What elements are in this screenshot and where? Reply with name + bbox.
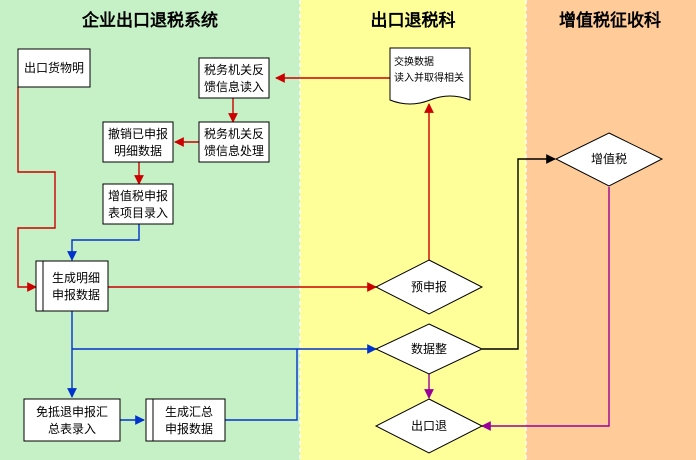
node-exchange-data-line2: 读入并取得相关 xyxy=(394,71,464,84)
node-export-goods-label: 出口货物明 xyxy=(24,60,84,75)
node-vat-entry: 增值税申报 表项目录入 xyxy=(102,183,174,225)
arrow-gensummary-to-dataadjust xyxy=(225,349,298,421)
arrow-vatentry-to-gendetail xyxy=(67,224,140,261)
node-feedback-read-line2: 馈信息读入 xyxy=(204,79,264,94)
node-gen-detail-line2: 申报数据 xyxy=(52,287,100,302)
node-feedback-process-line2: 馈信息处理 xyxy=(204,143,264,158)
node-export-refund: 出口退 xyxy=(374,398,484,454)
lane-title-enterprise: 企业出口退税系统 xyxy=(81,10,218,31)
node-export-goods: 出口货物明 xyxy=(17,48,91,88)
node-revoke-detail-line1: 撤销已申报 xyxy=(108,126,168,141)
node-vat-label: 增值税 xyxy=(591,151,627,166)
lane-vat-bg xyxy=(526,0,696,460)
node-feedback-process-line1: 税务机关反 xyxy=(204,126,264,141)
node-exchange-data: 交换数据 读入并取得相关 xyxy=(389,47,471,105)
node-gen-detail-line1: 生成明细 xyxy=(52,271,100,285)
node-vat: 增值税 xyxy=(554,132,664,187)
arrow-goods-to-gendetail xyxy=(17,87,56,292)
arrow-vat-to-refund xyxy=(481,187,610,431)
lane-title-vat: 增值税征收科 xyxy=(559,10,661,31)
node-pre-declare-label: 预申报 xyxy=(411,279,447,294)
lane-title-export: 出口退税科 xyxy=(371,10,456,31)
node-feedback-read-line1: 税务机关反 xyxy=(204,62,264,77)
node-pre-declare: 预申报 xyxy=(374,259,484,315)
node-exchange-data-line1: 交换数据 xyxy=(394,55,434,68)
node-gen-detail: 生成明细 申报数据 xyxy=(35,260,109,312)
node-vat-entry-line1: 增值税申报 xyxy=(108,188,168,203)
node-gen-summary: 生成汇总 申报数据 xyxy=(145,398,226,442)
node-vat-entry-line2: 表项目录入 xyxy=(108,206,168,220)
node-feedback-read: 税务机关反 馈信息读入 xyxy=(198,57,270,99)
node-export-refund-label: 出口退 xyxy=(411,419,447,433)
node-revoke-detail-line2: 明细数据 xyxy=(114,143,162,158)
arrow-dataadjust-to-vat xyxy=(482,154,556,350)
node-exempt-entry: 免抵退申报汇 总表录入 xyxy=(23,398,121,442)
node-revoke-detail: 撤销已申报 明细数据 xyxy=(102,121,174,163)
node-exempt-entry-line2: 总表录入 xyxy=(48,422,96,436)
node-exempt-entry-line1: 免抵退申报汇 xyxy=(36,404,108,419)
node-data-adjust-label: 数据整 xyxy=(411,341,447,356)
node-gen-summary-line1: 生成汇总 xyxy=(165,405,213,419)
node-feedback-process: 税务机关反 馈信息处理 xyxy=(198,121,270,163)
node-gen-summary-line2: 申报数据 xyxy=(165,421,213,436)
node-data-adjust: 数据整 xyxy=(374,323,484,375)
